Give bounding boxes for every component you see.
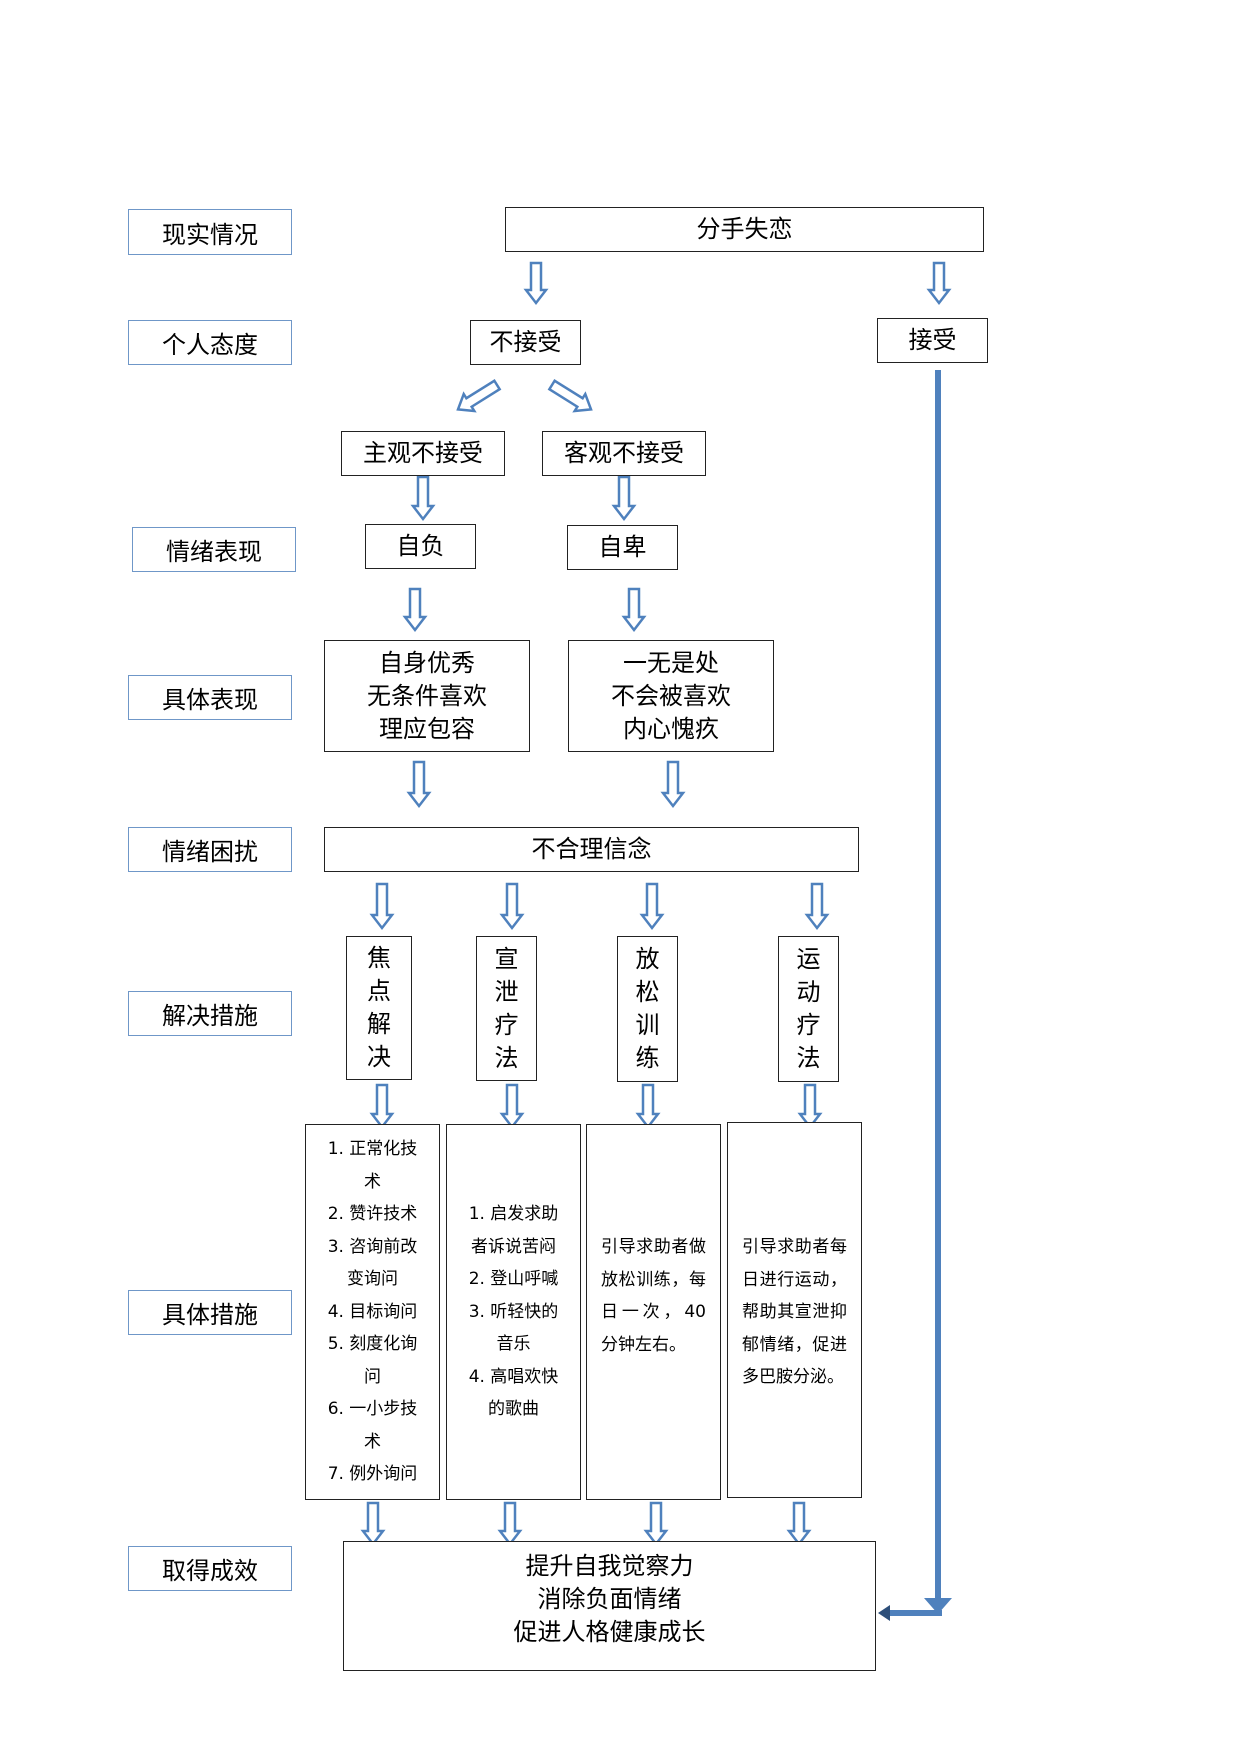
measures-focus-solution: 1. 正常化技 术 2. 赞许技术 3. 咨询前改 变询问 4. 目标询问 5.… <box>305 1124 440 1500</box>
node-inferiority: 自卑 <box>567 525 678 570</box>
flow-arrow <box>456 379 502 413</box>
conceit-detail-line: 理应包容 <box>379 714 475 743</box>
measure-step: 4. 目标询问 <box>327 1301 418 1322</box>
flow-arrow <box>660 760 686 809</box>
flow-arrow <box>643 1501 669 1547</box>
result-box: 提升自我觉察力 消除负面情绪 促进人格健康成长 <box>343 1541 876 1671</box>
row-label-result: 取得成效 <box>128 1546 292 1591</box>
measure-step: 2. 赞许技术 <box>327 1204 418 1224</box>
measure-step: 问 <box>364 1366 381 1387</box>
result-connector-arrowhead <box>878 1605 890 1621</box>
method-char: 决 <box>367 1043 391 1071</box>
conceit-detail-line: 无条件喜欢 <box>367 681 487 710</box>
node-objective: 客观不接受 <box>542 431 706 476</box>
row-label-measures: 具体措施 <box>128 1290 292 1335</box>
accept-connector-line <box>887 370 942 1616</box>
measure-step: 2. 登山呼喊 <box>468 1269 559 1289</box>
row-label-reality: 现实情况 <box>128 209 292 255</box>
flow-arrow <box>410 475 436 522</box>
flow-arrow <box>786 1501 812 1547</box>
flow-arrow <box>523 261 549 306</box>
result-line: 提升自我觉察力 <box>525 1552 694 1580</box>
measure-text: 引导求助者每日进行运动，帮助其宣泄抑郁情绪，促进多巴胺分泌。 <box>742 1237 847 1387</box>
method-char: 放 <box>635 945 660 973</box>
flow-arrow <box>926 261 952 306</box>
flow-arrow <box>369 1083 395 1130</box>
node-conceit-detail: 自身优秀 无条件喜欢 理应包容 <box>324 640 530 752</box>
method-char: 法 <box>796 1044 821 1072</box>
flow-arrow <box>611 475 637 522</box>
method-relaxation: 放 松 训 练 <box>617 936 678 1082</box>
node-subjective: 主观不接受 <box>341 431 505 476</box>
flow-arrow <box>499 882 525 931</box>
method-char: 运 <box>796 945 821 973</box>
measures-exercise: 引导求助者每日进行运动，帮助其宣泄抑郁情绪，促进多巴胺分泌。 <box>727 1122 862 1498</box>
method-char: 点 <box>367 977 391 1005</box>
node-inferiority-detail: 一无是处 不会被喜欢 内心愧疚 <box>568 640 774 752</box>
row-label-emotion: 情绪表现 <box>132 527 296 572</box>
measures-relaxation: 引导求助者做放松训练，每日一次，40分钟左右。 <box>586 1124 721 1500</box>
accept-connector-arrowhead <box>924 1598 952 1614</box>
flow-arrow <box>497 1501 523 1547</box>
inferiority-detail-line: 内心愧疚 <box>623 714 719 743</box>
method-exercise: 运 动 疗 法 <box>778 936 839 1082</box>
measure-text: 引导求助者做放松训练，每日一次，40分钟左右。 <box>601 1237 706 1355</box>
conceit-detail-line: 自身优秀 <box>379 648 475 677</box>
measure-step: 术 <box>364 1171 381 1192</box>
method-char: 解 <box>367 1010 391 1038</box>
row-label-attitude: 个人态度 <box>128 320 292 365</box>
method-char: 疗 <box>796 1011 821 1039</box>
inferiority-detail-line: 不会被喜欢 <box>611 681 731 710</box>
flow-arrow <box>369 882 395 931</box>
measure-step: 3. 咨询前改 <box>327 1236 418 1257</box>
row-label-expression: 具体表现 <box>128 675 292 720</box>
measure-step: 音乐 <box>496 1334 531 1354</box>
measure-step: 者诉说苦闷 <box>471 1236 556 1257</box>
result-line: 消除负面情绪 <box>537 1585 682 1613</box>
measure-step: 6. 一小步技 <box>327 1399 418 1419</box>
flow-arrow <box>402 587 428 633</box>
measure-step: 变询问 <box>347 1269 398 1289</box>
method-char: 宣 <box>494 944 519 973</box>
result-line: 促进人格健康成长 <box>513 1618 706 1646</box>
method-catharsis: 宣 泄 疗 法 <box>476 936 537 1081</box>
method-char: 松 <box>635 978 660 1006</box>
measure-step: 4. 高唱欢快 <box>468 1366 559 1387</box>
measure-step: 术 <box>364 1431 381 1452</box>
flow-arrow <box>547 379 593 413</box>
flow-arrow <box>797 1083 823 1130</box>
row-label-distress: 情绪困扰 <box>128 827 292 872</box>
flow-arrow <box>406 760 432 809</box>
node-accept: 接受 <box>877 318 988 363</box>
measures-catharsis: 1. 启发求助 者诉说苦闷 2. 登山呼喊 3. 听轻快的 音乐 4. 高唱欢快… <box>446 1124 581 1500</box>
measure-step: 1. 正常化技 <box>327 1139 418 1159</box>
flow-arrow <box>804 882 830 931</box>
inferiority-detail-line: 一无是处 <box>623 648 719 677</box>
measure-step: 5. 刻度化询 <box>327 1334 418 1354</box>
measure-step: 3. 听轻快的 <box>468 1301 559 1322</box>
flow-arrow <box>499 1083 525 1130</box>
node-conceit: 自负 <box>365 524 476 569</box>
method-char: 焦 <box>367 944 391 972</box>
flow-arrow <box>621 587 647 633</box>
node-irrational-belief: 不合理信念 <box>324 827 859 872</box>
flow-arrow <box>635 1083 661 1130</box>
method-char: 法 <box>494 1043 519 1072</box>
method-char: 泄 <box>494 977 519 1006</box>
method-focus-solution: 焦 点 解 决 <box>346 936 412 1080</box>
method-char: 练 <box>635 1044 660 1072</box>
measure-step: 7. 例外询问 <box>327 1464 418 1484</box>
flow-arrow <box>360 1501 386 1547</box>
flow-arrow <box>639 882 665 931</box>
method-char: 动 <box>796 978 821 1006</box>
measure-step: 1. 启发求助 <box>468 1204 559 1224</box>
measure-step: 的歌曲 <box>488 1399 539 1419</box>
node-breakup: 分手失恋 <box>505 207 984 252</box>
method-char: 训 <box>635 1011 660 1039</box>
row-label-solution: 解决措施 <box>128 991 292 1036</box>
method-char: 疗 <box>494 1010 519 1039</box>
node-not-accept: 不接受 <box>470 320 581 365</box>
